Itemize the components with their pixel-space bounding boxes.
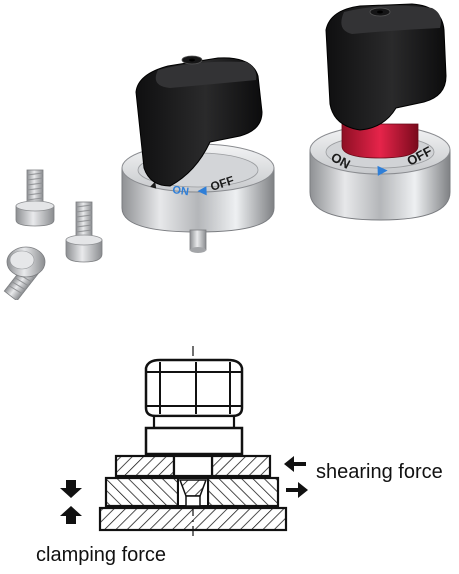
- top-plate: [114, 454, 272, 478]
- svg-text:▶: ▶: [377, 163, 388, 177]
- right-clamp-knob: ON ▶ OFF: [309, 3, 451, 221]
- shearing-force-label: shearing force: [316, 461, 443, 483]
- left-ring-label-on: ON: [172, 184, 190, 198]
- svg-text:◀: ◀: [197, 185, 207, 197]
- product-photo-svg: ▲ ON ◀ OFF ON ▶ OFF: [3, 3, 451, 300]
- arrow-left-icon: [284, 456, 306, 472]
- knob-base: [144, 426, 244, 456]
- screw-1: [15, 169, 55, 227]
- left-clamp-knob: ▲ ON ◀ OFF: [121, 55, 275, 253]
- base-plate: [98, 506, 288, 532]
- screw-2: [65, 201, 103, 263]
- arrow-down-icon: [60, 480, 82, 498]
- diagram-svg: [60, 346, 308, 540]
- technical-diagram: [0, 330, 459, 574]
- middle-workpiece: [104, 476, 280, 508]
- knob-head: [144, 358, 244, 418]
- knob-neck: [152, 414, 236, 430]
- arrow-up-icon: [60, 506, 82, 524]
- screw-3: [3, 246, 46, 300]
- product-photo: ▲ ON ◀ OFF ON ▶ OFF: [3, 3, 451, 300]
- clamping-force-label: clamping force: [36, 544, 167, 566]
- arrow-right-icon: [286, 482, 308, 498]
